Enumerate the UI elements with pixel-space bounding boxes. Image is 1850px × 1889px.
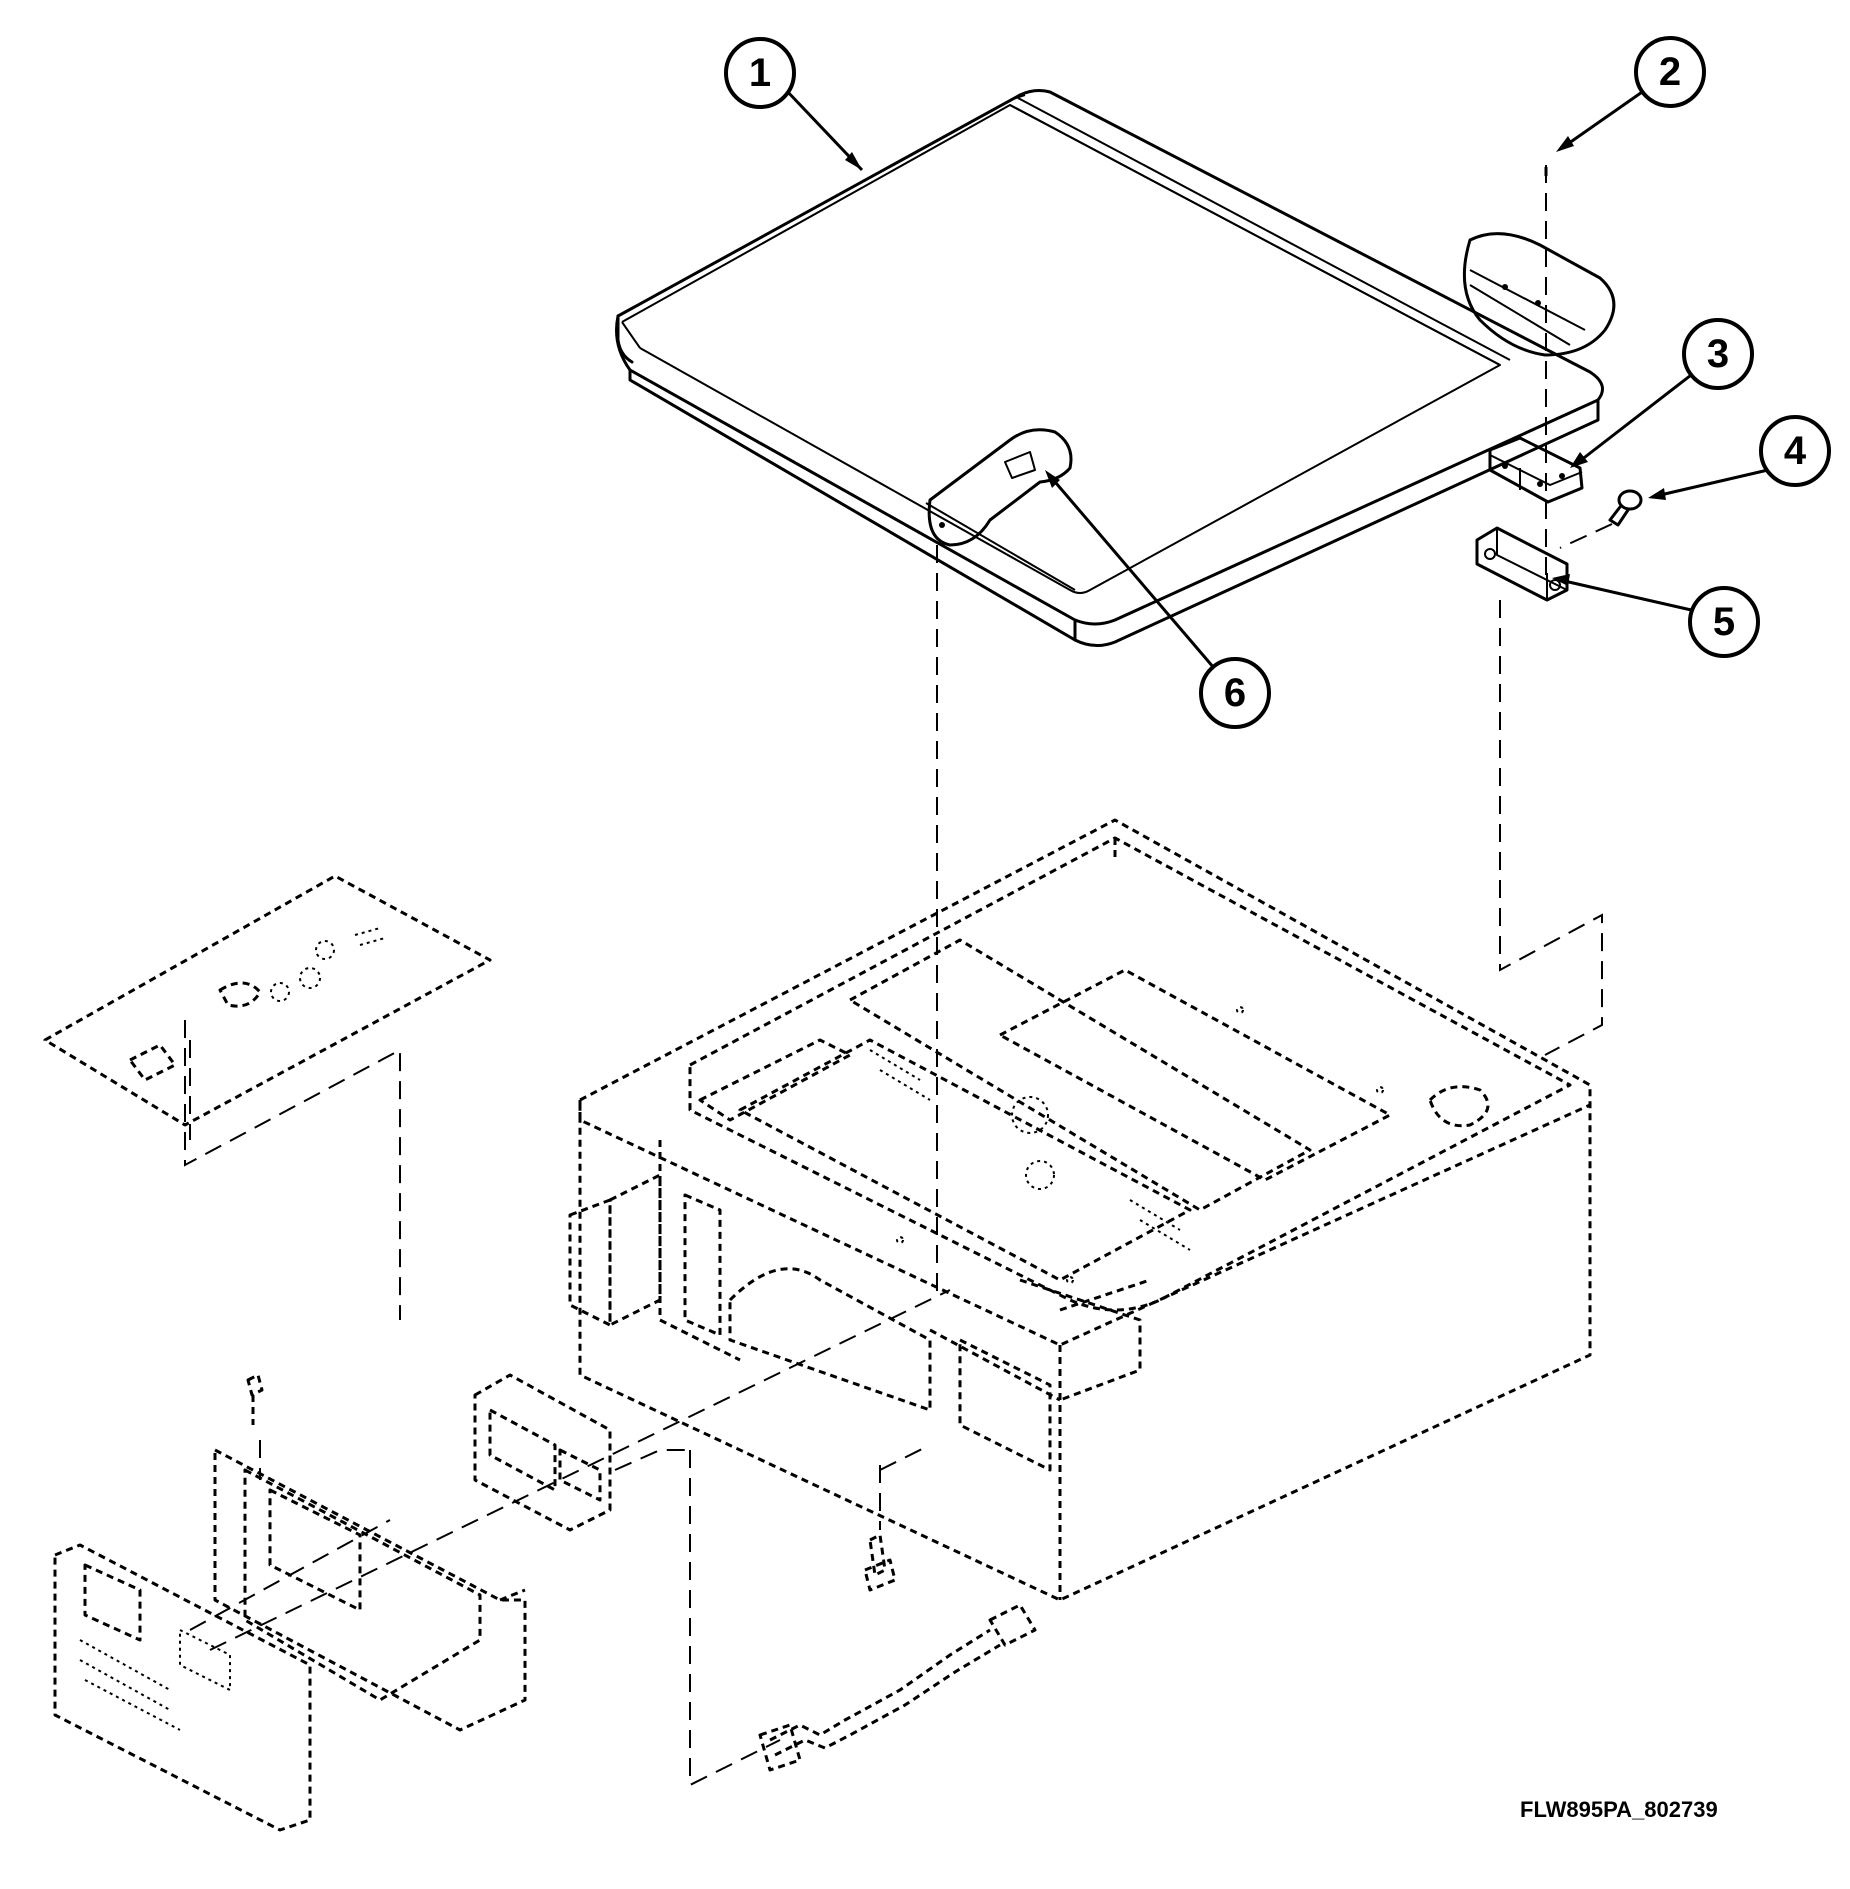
control-rail [43, 874, 492, 1320]
callout-6: 6 [1045, 470, 1271, 729]
callout-1: 1 [724, 37, 864, 172]
figure-code: FLW895PA_802739 [1520, 1797, 1718, 1822]
callout-5: 5 [1552, 574, 1760, 658]
cabinet-top-assembly [568, 818, 1592, 1602]
callout-1-label: 1 [749, 51, 771, 95]
control-screw [246, 1373, 264, 1480]
control-overlay [53, 1289, 951, 1832]
lid-assembly [615, 89, 1616, 647]
screw-part [1559, 489, 1643, 549]
callout-4: 4 [1648, 415, 1831, 500]
callout-4-label: 4 [1784, 429, 1807, 473]
callout-2-label: 2 [1659, 50, 1681, 94]
control-board [473, 1373, 781, 1787]
callout-3-label: 3 [1707, 332, 1729, 376]
console-panel [213, 1448, 527, 1732]
callout-6-label: 6 [1224, 671, 1246, 715]
hinge-part [1488, 436, 1584, 504]
callout-2: 2 [1556, 36, 1706, 152]
callout-3: 3 [1570, 318, 1754, 468]
base-screw [863, 1444, 931, 1592]
leader-bracket [1499, 600, 1603, 1056]
wire-harness [758, 1603, 1037, 1772]
bracket-part [1475, 526, 1569, 602]
callout-5-label: 5 [1713, 600, 1735, 644]
